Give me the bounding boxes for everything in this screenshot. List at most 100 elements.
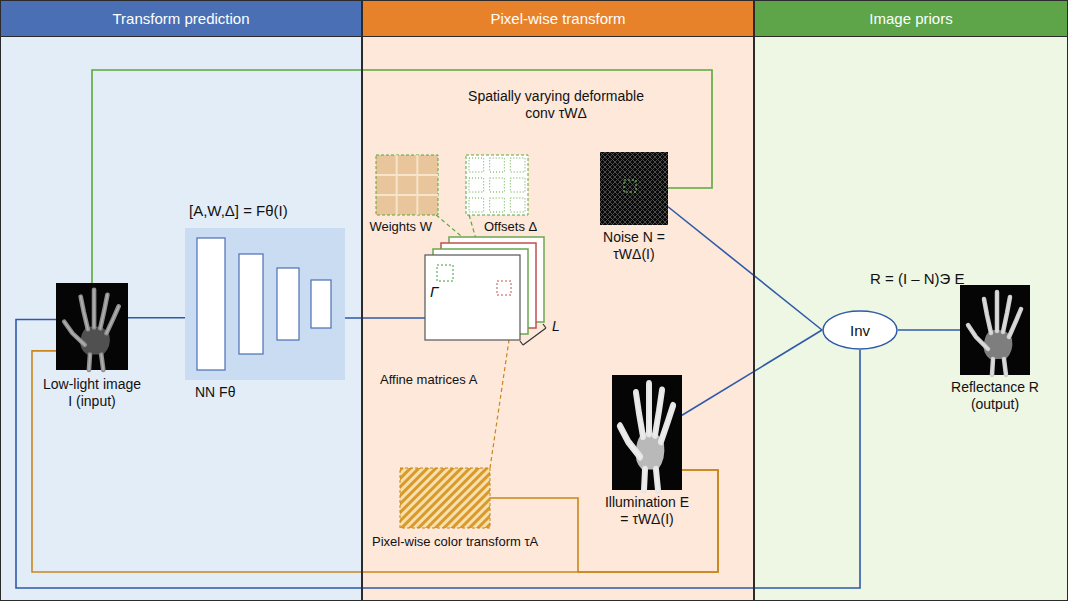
- hand-xray: [64, 290, 119, 370]
- illustration: [600, 152, 668, 225]
- transform-swatch: Pixel-wise color transform τA: [400, 468, 490, 528]
- offset-cell: [490, 198, 505, 212]
- bone-highlight: [655, 390, 662, 435]
- connector: [128, 317, 185, 319]
- bone-highlight: [1003, 297, 1010, 332]
- caption: Offsets Δ: [484, 219, 537, 235]
- connector: [490, 470, 718, 572]
- caption: Weights W: [369, 219, 432, 235]
- bone-highlight: [984, 299, 991, 333]
- grid-line: [396, 155, 398, 215]
- panel-title: Transform prediction: [1, 1, 361, 37]
- image-ground: [960, 285, 1030, 375]
- finger-bone: [100, 295, 107, 329]
- offset-cell: [510, 158, 525, 172]
- illustration: [376, 155, 438, 215]
- panel: Image priorsInvReflectance R (output): [754, 0, 1068, 601]
- connector: [898, 329, 960, 331]
- bone-highlight: [996, 292, 998, 331]
- finger-bone: [620, 426, 640, 457]
- finger-bone: [992, 359, 993, 375]
- bone-highlight: [101, 355, 103, 370]
- matrix-front: [425, 255, 520, 340]
- offset-grid: [466, 155, 528, 215]
- illustration: [185, 228, 345, 380]
- caption: Pixel-wise color transform τA: [372, 534, 538, 550]
- hand-xray: [620, 384, 673, 490]
- caption: Reflectance R (output): [943, 379, 1047, 413]
- image-box: Low-light image I (input): [56, 283, 128, 370]
- color-patch: [497, 281, 511, 295]
- image-box: Illumination E = τWΔ(I): [612, 375, 682, 490]
- finger-bone: [995, 292, 1000, 331]
- bone-highlight: [64, 322, 85, 345]
- caption: Low-light image I (input): [40, 376, 144, 410]
- bone-highlight: [636, 393, 643, 436]
- bone-highlight: [81, 297, 88, 330]
- offset-cell: [469, 178, 484, 192]
- bone-highlight: [992, 359, 993, 375]
- operator-label: Inv: [850, 322, 870, 339]
- weight-swatch: Weights W: [376, 155, 438, 215]
- bone-highlight: [661, 406, 673, 442]
- finger-bone: [636, 393, 643, 436]
- kernel-patch: [437, 265, 453, 281]
- network-block: [A,W,Δ] = Fθ(I)NN Fθ: [185, 228, 345, 380]
- hand-xray: [968, 292, 1021, 375]
- caption: Affine matrices A: [380, 372, 477, 388]
- offset-cell: [490, 158, 505, 172]
- panel-title: Pixel-wise transform: [363, 1, 753, 37]
- network-label: NN Fθ: [195, 384, 235, 401]
- connector: [469, 215, 475, 237]
- layer-bar: [197, 238, 225, 370]
- connector: [345, 317, 425, 319]
- connector: [682, 330, 822, 415]
- finger-bone: [644, 470, 645, 490]
- label: L: [552, 318, 560, 335]
- finger-bone: [646, 384, 652, 434]
- bone-highlight: [648, 384, 650, 434]
- bone-highlight: [100, 295, 107, 329]
- panel-title: Image priors: [755, 1, 1067, 37]
- finger-bone: [1003, 297, 1010, 332]
- kernel-window: [624, 180, 636, 192]
- finger-bone: [1004, 359, 1006, 375]
- formula: [A,W,Δ] = Fθ(I): [189, 202, 288, 220]
- finger-bone: [92, 290, 97, 328]
- illustration: [612, 375, 682, 490]
- grid-line: [376, 194, 438, 196]
- grid-line: [416, 155, 418, 215]
- offset-swatch: Offsets Δ: [466, 155, 528, 215]
- caption: Illumination E = τWΔ(I): [599, 494, 695, 528]
- panel-ground: [0, 0, 362, 601]
- bone-highlight: [620, 426, 640, 457]
- bone-highlight: [644, 470, 645, 490]
- bone-highlight: [968, 325, 988, 349]
- offset-cell: [510, 198, 525, 212]
- finger-bone: [81, 297, 88, 330]
- panel-ground: [362, 0, 754, 601]
- image-box: Noise N = τWΔ(I): [600, 152, 668, 225]
- image-ground: [612, 375, 682, 490]
- label: Γ: [430, 283, 439, 301]
- connector: [490, 340, 509, 468]
- label: Spatially varying deformable conv τWΔ: [466, 88, 646, 122]
- offset-cell: [469, 158, 484, 172]
- bone-highlight: [93, 290, 95, 328]
- illustration: [56, 283, 128, 370]
- layer-bar: [311, 280, 331, 328]
- connector: [436, 215, 462, 237]
- illustration: [400, 468, 490, 528]
- panel: Transform predictionLow-light image I (i…: [0, 0, 362, 601]
- image-ground: [600, 152, 668, 225]
- finger-bone: [64, 322, 85, 345]
- panel-ground: [754, 0, 1068, 601]
- offset-cell: [469, 198, 484, 212]
- label: R = (I – N)Э E: [870, 270, 965, 288]
- bone-highlight: [106, 306, 118, 333]
- offset-cell: [490, 178, 505, 192]
- bone-highlight: [1009, 309, 1021, 337]
- network-ground: [185, 228, 345, 380]
